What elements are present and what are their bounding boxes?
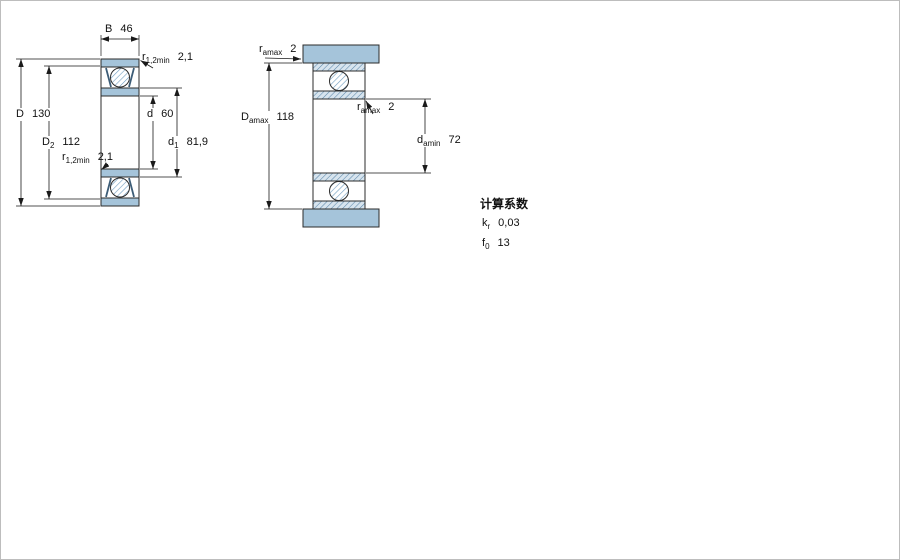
calc-factor-f0: f0 13 [482,237,510,252]
factor-symbol: k [482,217,488,229]
dim-label-corner-radius-top: r1,2min 2,1 [142,51,193,66]
extension-lines-right [264,62,431,210]
ball-top-icon [110,67,130,88]
inner-ring-bottom [100,168,140,178]
seal-marks-bottom [105,177,135,198]
ball-bottom-icon [329,181,349,201]
dim-value: 2 [388,101,395,113]
housing-shoulder-top [302,44,380,64]
factor-value: 0,03 [498,217,520,229]
outer-ring-top [100,58,140,68]
ball-top-icon [329,71,349,91]
dim-label-fillet-ra-mid: ramax 2 [357,101,395,116]
dim-label-width-B: B 46 [105,23,133,36]
calc-factor-kr: kr 0,03 [482,217,520,232]
dim-symbol: r [357,101,361,113]
dim-subscript: amax [248,116,269,126]
dim-symbol: r [259,43,263,55]
inner-ring-top [100,87,140,97]
factor-value: 13 [497,237,510,249]
bore-lines [312,99,366,173]
shaft-shoulder-bottom [302,208,380,228]
extension-lines-left [16,35,182,207]
dim-value: 2 [290,43,297,55]
factor-symbol: f [482,237,486,249]
dim-value: 46 [120,23,133,35]
outer-ring-bottom [100,197,140,207]
dim-subscript: 1 [174,141,179,151]
dim-symbol: d [168,136,175,148]
inner-ring-bottom [312,172,366,182]
dim-subscript: 1,2min [145,56,170,66]
dim-label-shoulder-diameter-d1: d1 81,9 [166,136,210,151]
dim-subscript: 2 [49,141,55,151]
dim-subscript: 1,2min [65,156,90,166]
dim-value: 2,1 [97,151,113,163]
leader-ra-top [264,56,302,62]
dim-label-abutment-damin: damin 72 [415,134,463,149]
right-view-mounting-section [302,44,380,228]
dim-value: 81,9 [186,136,208,148]
dim-symbol: r [62,151,66,163]
dim-value: 60 [161,108,174,120]
inner-ring-top [312,90,366,100]
dim-subscript: amax [360,106,381,116]
dim-label-outer-diameter-D: D 130 [14,108,53,121]
ball-bottom-icon [110,177,130,198]
dim-value: 130 [31,108,51,120]
dim-label-fillet-ra-top: ramax 2 [259,43,297,58]
dim-subscript: amax [262,48,283,58]
dim-label-abutment-Damax: Damax 118 [239,111,297,126]
dim-value: 72 [448,134,461,146]
dim-subscript: amin [423,139,441,149]
dim-symbol: d [147,108,154,120]
dim-value: 118 [276,111,295,123]
dim-value: 2,1 [177,51,193,63]
dim-symbol: d [417,134,424,146]
outer-ring-bottom [312,200,366,210]
seal-marks-top [105,67,135,88]
dim-symbol: D [241,111,249,123]
outer-ring-top [312,62,366,72]
factor-subscript: r [487,222,491,232]
dim-label-corner-radius-bottom: r1,2min 2,1 [62,151,113,166]
right-view-dimensions [264,56,431,210]
dim-value: 112 [62,136,80,148]
leader-r-bottom [101,162,110,170]
bore-lines [100,96,140,169]
dim-symbol: D [16,108,24,120]
leader-r-top [140,60,154,69]
calc-factors-title: 计算系数 [480,197,529,211]
dim-symbol: D [42,136,50,148]
dim-symbol: B [105,23,113,35]
leader-ra-mid [365,100,374,115]
dim-label-recess-diameter-D2: D2 112 [40,136,82,151]
left-view-dimensions [16,35,182,207]
dim-label-bore-diameter-d: d 60 [145,108,176,121]
factor-subscript: 0 [485,242,490,252]
dim-symbol: r [142,51,146,63]
left-view-bearing-section [100,58,140,207]
